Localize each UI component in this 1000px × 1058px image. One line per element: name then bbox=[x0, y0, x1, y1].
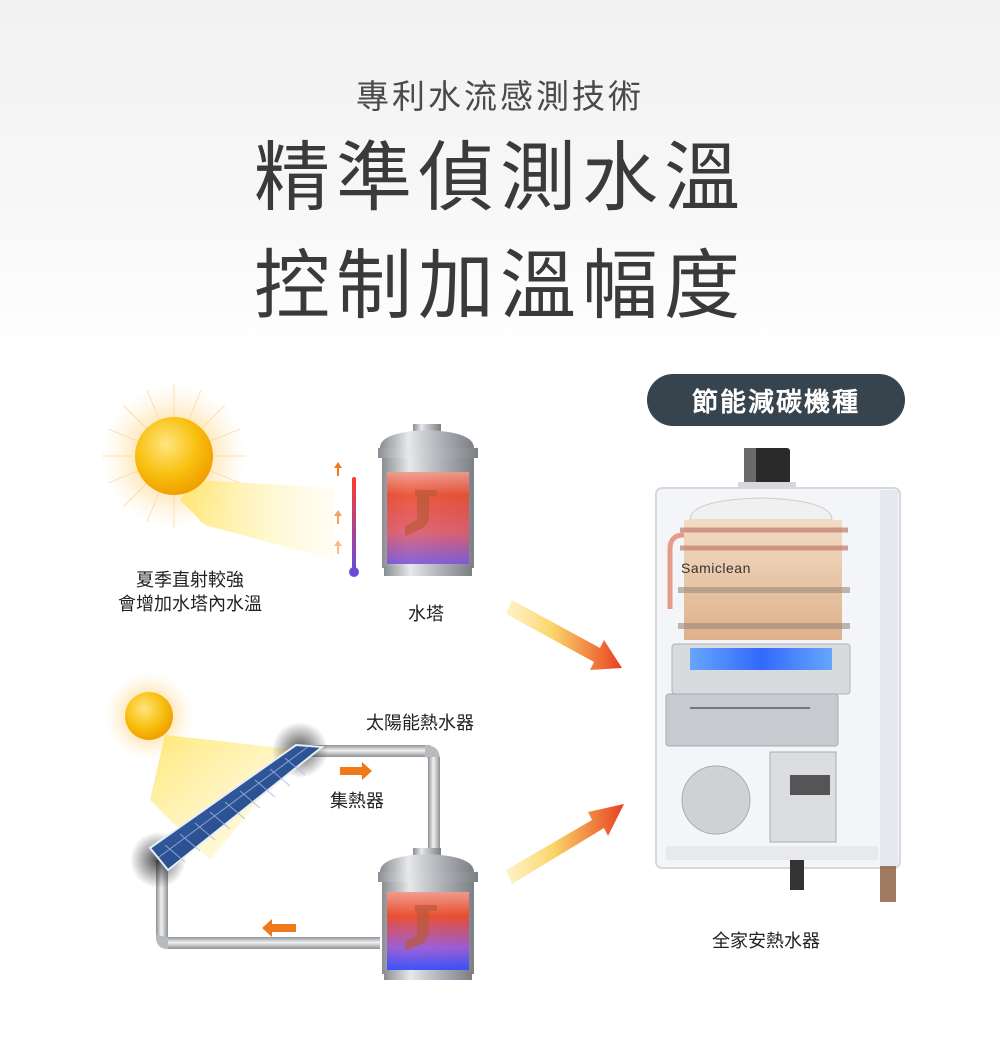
fan-motor bbox=[681, 765, 751, 835]
sunbeam bbox=[180, 480, 335, 560]
energy-saving-badge: 節能減碳機種 bbox=[647, 374, 905, 426]
burner-flame bbox=[690, 648, 832, 670]
brand-logo: Samiclean bbox=[681, 560, 751, 576]
headline-line-1: 精準偵測水溫 bbox=[254, 133, 746, 222]
badge-label: 節能減碳機種 bbox=[691, 387, 860, 418]
thermometer-icon bbox=[349, 477, 359, 577]
flow-arrow-right bbox=[340, 762, 372, 780]
outlet-pipe bbox=[790, 860, 804, 890]
heat-transfer-arrow-2 bbox=[506, 804, 624, 884]
subtitle: 專利水流感測技術 bbox=[356, 77, 644, 116]
sun-icon bbox=[135, 417, 213, 495]
collector-label: 集熱器 bbox=[330, 791, 384, 812]
summer-caption: 夏季直射較強 會增加水塔內水溫 bbox=[100, 569, 280, 617]
rising-heat-arrows bbox=[334, 462, 342, 554]
water-tower-label: 水塔 bbox=[408, 604, 444, 625]
summer-caption-line-2: 會增加水塔內水溫 bbox=[118, 594, 262, 615]
solar-heater-title: 太陽能熱水器 bbox=[366, 713, 474, 734]
solar-tank-icon bbox=[378, 848, 478, 980]
heat-transfer-arrow-1 bbox=[506, 600, 622, 670]
summer-caption-line-1: 夏季直射較強 bbox=[136, 570, 244, 591]
sun-icon-small bbox=[125, 692, 173, 740]
heater-label: 全家安熱水器 bbox=[712, 931, 820, 952]
headline-line-2: 控制加溫幅度 bbox=[254, 241, 746, 330]
flow-arrow-left bbox=[262, 919, 296, 937]
water-tower-icon bbox=[378, 424, 478, 576]
solar-panel-icon bbox=[148, 743, 325, 872]
